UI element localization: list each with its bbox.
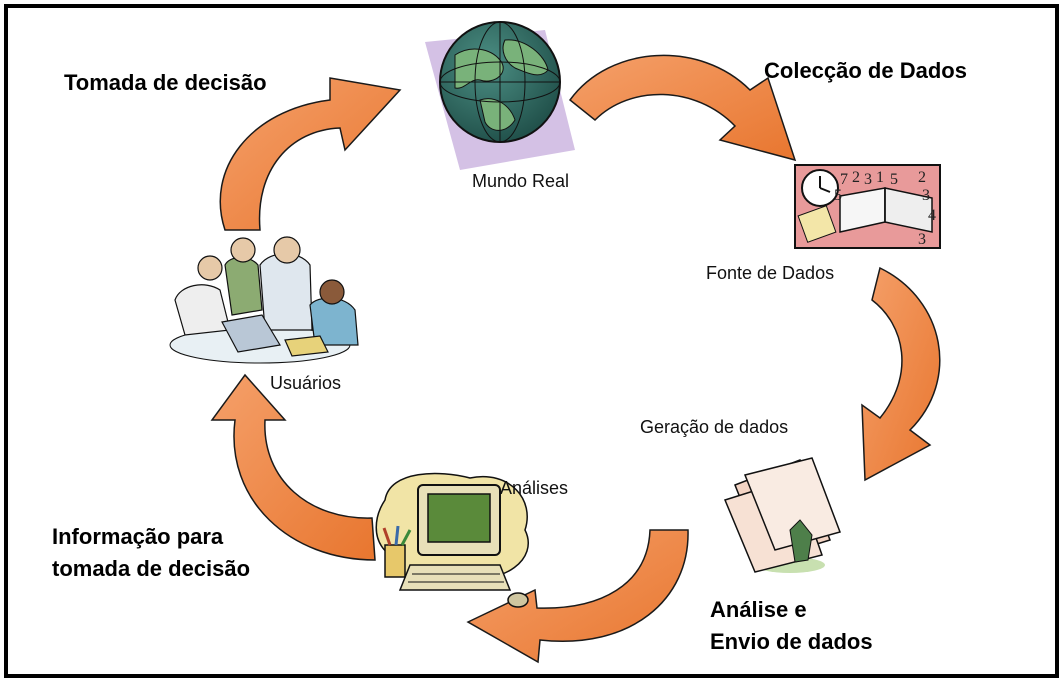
svg-text:5: 5 xyxy=(834,187,842,204)
svg-text:2: 2 xyxy=(852,169,860,186)
svg-text:3: 3 xyxy=(922,187,930,204)
arrow-geracao-dados xyxy=(861,266,941,482)
step-analise-line1: Análise e xyxy=(710,597,807,622)
svg-text:7: 7 xyxy=(840,171,848,188)
svg-text:2: 2 xyxy=(918,169,926,186)
node-analises: Análises xyxy=(500,478,569,498)
node-usuarios: Usuários xyxy=(270,373,342,393)
arrow-analise-envio xyxy=(466,529,689,664)
svg-text:3: 3 xyxy=(918,231,926,248)
svg-text:1: 1 xyxy=(876,169,884,186)
users-group-icon xyxy=(169,236,359,364)
svg-text:4: 4 xyxy=(928,207,936,224)
arrow-tomada-decisao xyxy=(219,77,402,231)
globe-icon xyxy=(425,21,575,170)
svg-text:5: 5 xyxy=(890,171,898,188)
step-informacao-line1: Informação para xyxy=(52,524,224,549)
step-tomada-decisao: Tomada de decisão xyxy=(64,70,267,95)
step-informacao-line2: tomada de decisão xyxy=(52,556,251,581)
book-digits: 7 2 3 1 5 2 5 3 4 3 xyxy=(834,169,936,248)
node-mundo-real: Mundo Real xyxy=(472,171,570,191)
papers-icon xyxy=(723,457,841,573)
node-geracao-dados: Geração de dados xyxy=(640,417,789,437)
svg-text:3: 3 xyxy=(864,171,872,188)
data-source-icon: 7 2 3 1 5 2 5 3 4 3 xyxy=(794,164,941,249)
arrow-coleccao-dados xyxy=(568,54,797,162)
node-fonte-dados: Fonte de Dados xyxy=(706,263,835,283)
step-coleccao-dados: Colecção de Dados xyxy=(764,58,967,83)
arrow-informacao xyxy=(210,373,376,561)
computer-icon xyxy=(375,472,529,608)
step-analise-line2: Envio de dados xyxy=(710,629,873,654)
